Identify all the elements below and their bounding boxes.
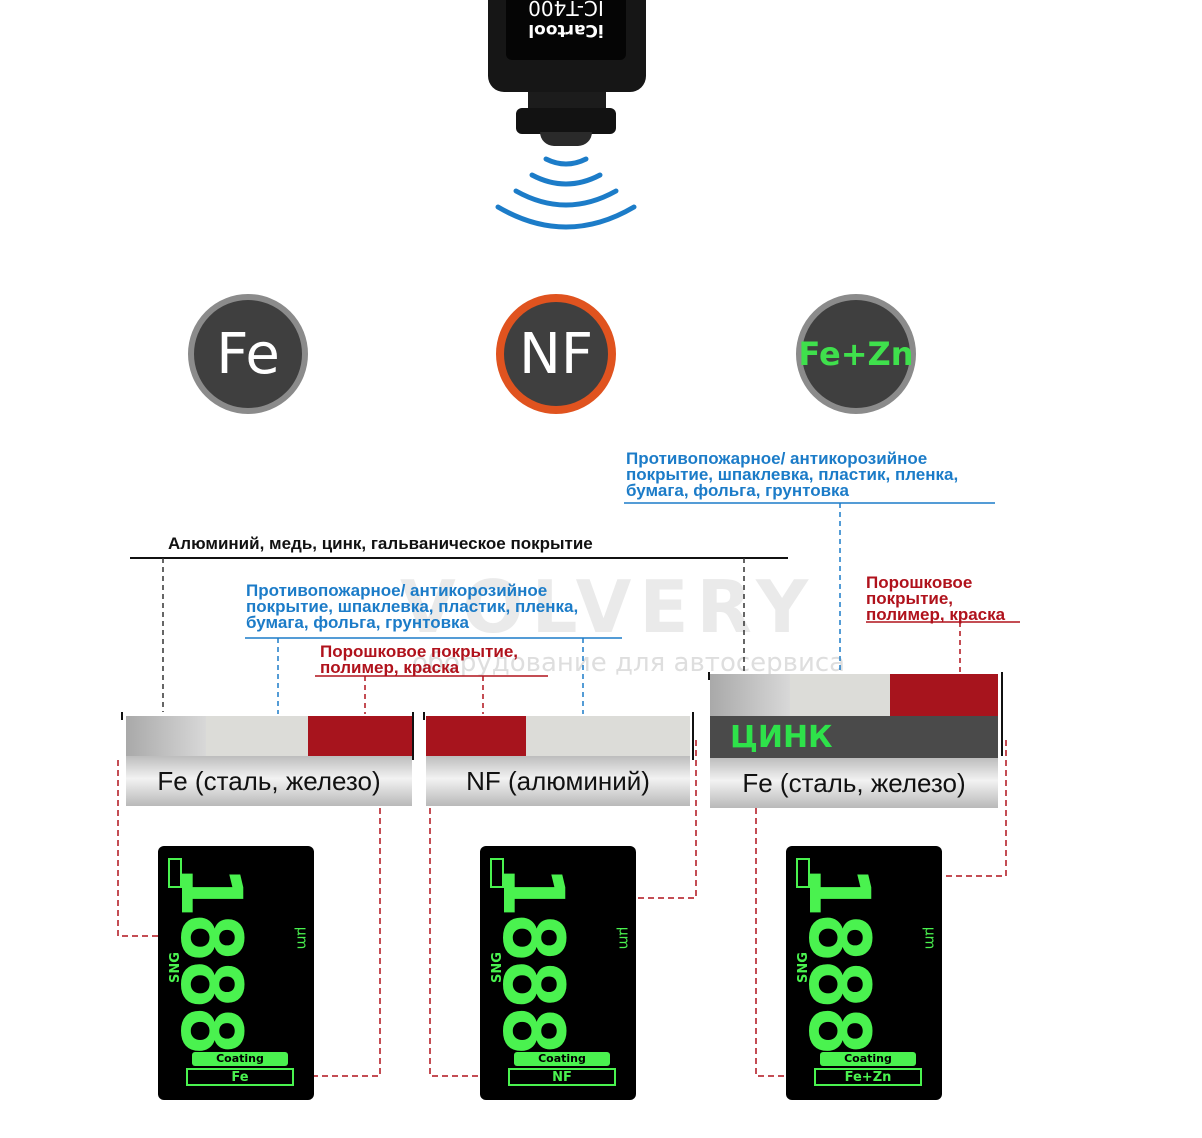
powder-label-left: Порошковое покрытие, полимер, краска [320, 642, 519, 677]
watermark-tagline: оборудование для автосервиса [412, 648, 846, 678]
lcd-fezn-mode: Fe+Zn [814, 1068, 922, 1086]
coating-layer-white-right [790, 674, 890, 716]
coating-layer-white [206, 716, 308, 756]
mode-nf-label: NF [518, 321, 594, 387]
mode-fezn-badge: Fe+Zn [796, 294, 916, 414]
fire-coating-right-line1: Противопожарное/ антикорозийное [626, 449, 928, 468]
zinc-layer: ЦИНК [710, 716, 998, 758]
coating-layer-red [308, 716, 412, 756]
fire-coating-label-left: Противопожарное/ антикорозийное покрытие… [246, 581, 579, 632]
substrate-fe-left-label: Fe (сталь, железо) [157, 765, 381, 796]
powder-label-right: Порошковое покрытие, полимер, краска [866, 573, 1006, 624]
powder-right-line1: Порошковое [866, 573, 973, 592]
battery-icon [796, 858, 810, 888]
lcd-fezn-unit: μm [921, 926, 938, 950]
lcd-fe-mode: Fe [186, 1068, 294, 1086]
mode-fezn-label: Fe+Zn [798, 335, 914, 373]
coating-layer-red-right [890, 674, 998, 716]
nf-metals-label: Алюминий, медь, цинк, гальваническое пок… [168, 534, 593, 553]
lcd-fezn-sng: SNG [795, 952, 811, 983]
lcd-nf-unit: μm [615, 926, 632, 950]
fire-coating-line1: Противопожарное/ антикорозийное [246, 581, 548, 600]
substrate-fe-right-label: Fe (сталь, железо) [742, 767, 966, 798]
substrate-fe-right: Fe (сталь, железо) [710, 758, 998, 808]
fire-coating-right-line3: бумага, фольга, грунтовка [626, 481, 850, 500]
powder-right-line2: покрытие, [866, 589, 954, 608]
mode-nf-badge: NF [496, 294, 616, 414]
battery-icon [168, 858, 182, 888]
probe-tip [540, 132, 592, 146]
lcd-fe-coating: Coating [192, 1052, 288, 1066]
battery-icon [490, 858, 504, 888]
coating-layer-white-mid [526, 716, 690, 756]
powder-left-line1: Порошковое покрытие, [320, 642, 519, 661]
coating-layer-red-mid [426, 716, 526, 756]
lcd-fezn-coating: Coating [820, 1052, 916, 1066]
powder-right-line3: полимер, краска [866, 605, 1006, 624]
lcd-nf-coating: Coating [514, 1052, 610, 1066]
coating-layer-gray [126, 716, 206, 756]
watermark-brand: VOLVERY [400, 565, 817, 649]
substrate-nf-label: NF (алюминий) [466, 765, 650, 796]
fire-coating-right-line2: покрытие, шпаклевка, пластик, пленка, [626, 465, 959, 484]
lcd-fe-sng: SNG [167, 952, 183, 983]
lcd-nf-sng: SNG [489, 952, 505, 983]
mode-fe-badge: Fe [188, 294, 308, 414]
substrate-fe-left: Fe (сталь, железо) [126, 756, 412, 806]
device-screen [506, 0, 626, 60]
coating-layer-gray-right [710, 674, 790, 716]
powder-left-line2: полимер, краска [320, 658, 460, 677]
signal-waves-icon [495, 156, 637, 230]
zinc-layer-label: ЦИНК [730, 719, 833, 755]
mode-fe-label: Fe [216, 321, 280, 387]
fire-coating-line2: покрытие, шпаклевка, пластик, пленка, [246, 597, 579, 616]
probe-neck [528, 92, 606, 112]
substrate-nf-middle: NF (алюминий) [426, 756, 690, 806]
probe-body [516, 108, 616, 134]
lcd-fe-unit: μm [293, 926, 310, 950]
fire-coating-label-right: Противопожарное/ антикорозийное покрытие… [626, 449, 959, 500]
fire-coating-line3: бумага, фольга, грунтовка [246, 613, 470, 632]
lcd-nf-mode: NF [508, 1068, 616, 1086]
